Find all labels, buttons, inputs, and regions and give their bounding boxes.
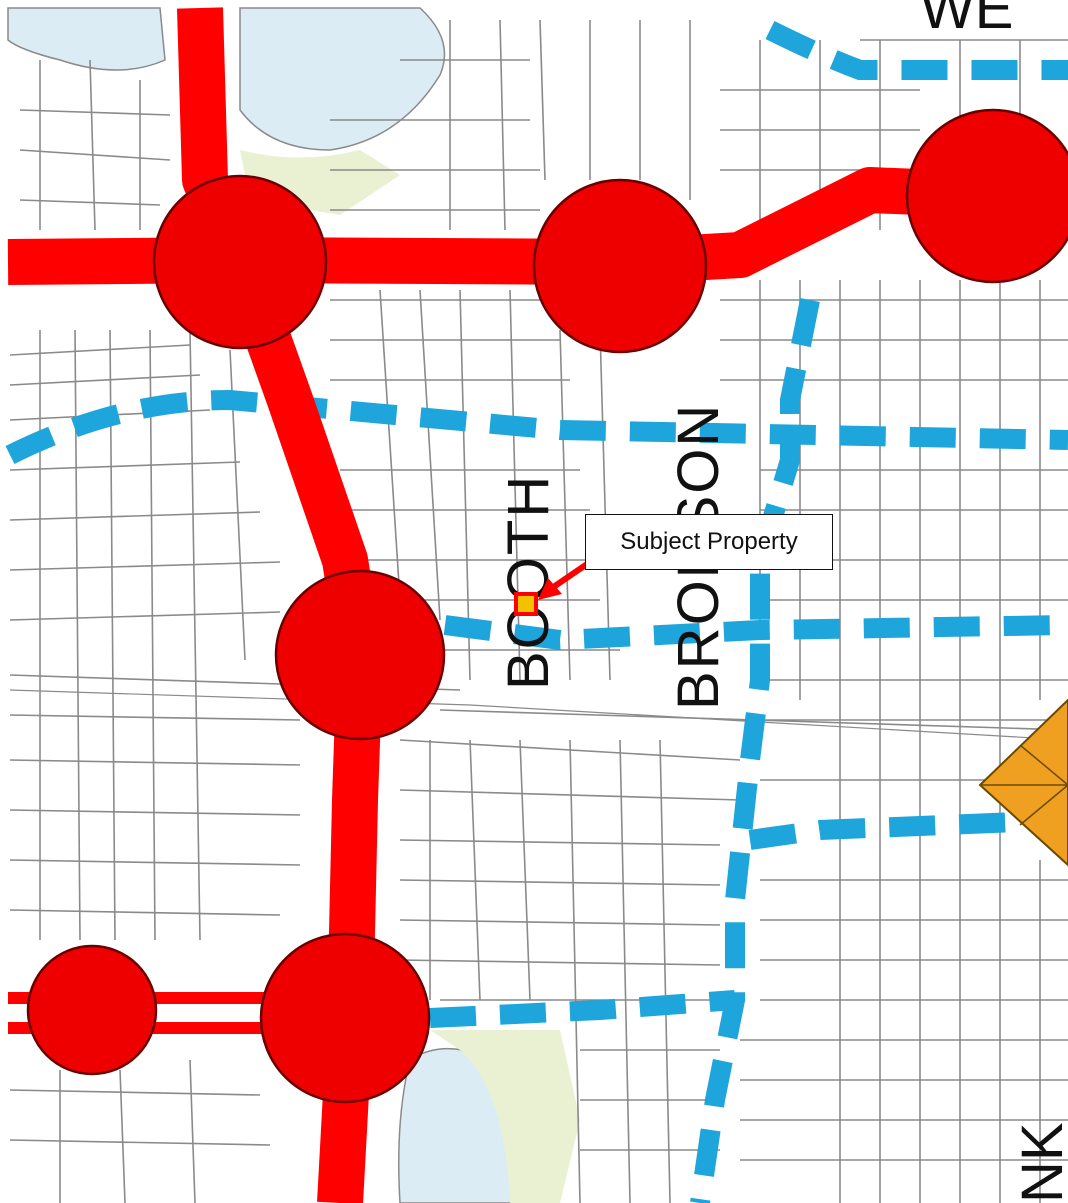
water-body-top (239, 7, 446, 151)
dashed-route-ew-bottom (429, 990, 736, 1028)
street-grid (9, 19, 1068, 1203)
station-circle-icon (152, 174, 328, 350)
subject-property-label: Subject Property (620, 528, 798, 555)
dashed-route-ew-middle (443, 615, 1068, 651)
subject-property-callout: Subject Property (585, 514, 833, 570)
dashed-route-ew-north (5, 389, 1068, 464)
station-circle-icon (274, 569, 446, 741)
diamond-marker-icon (978, 698, 1068, 867)
street-label-top-partial: WE (920, 0, 1013, 41)
station-circle-icon (532, 178, 708, 354)
dashed-route-ew-south (748, 810, 1068, 850)
street-label-bottom-partial: NK (1010, 1122, 1068, 1203)
arrow-icon (538, 559, 592, 600)
stations (26, 108, 1068, 1104)
property-square-icon (514, 592, 538, 616)
station-circle-icon (905, 108, 1068, 284)
station-circle-icon (26, 944, 158, 1076)
transit-priority-routes (5, 21, 1068, 1203)
water-body-left (7, 7, 166, 71)
station-circle-icon (259, 932, 431, 1104)
dashed-route-ne (765, 21, 1068, 80)
park-area-bottom (430, 1030, 580, 1203)
dashed-route-ns-east (690, 298, 820, 1203)
